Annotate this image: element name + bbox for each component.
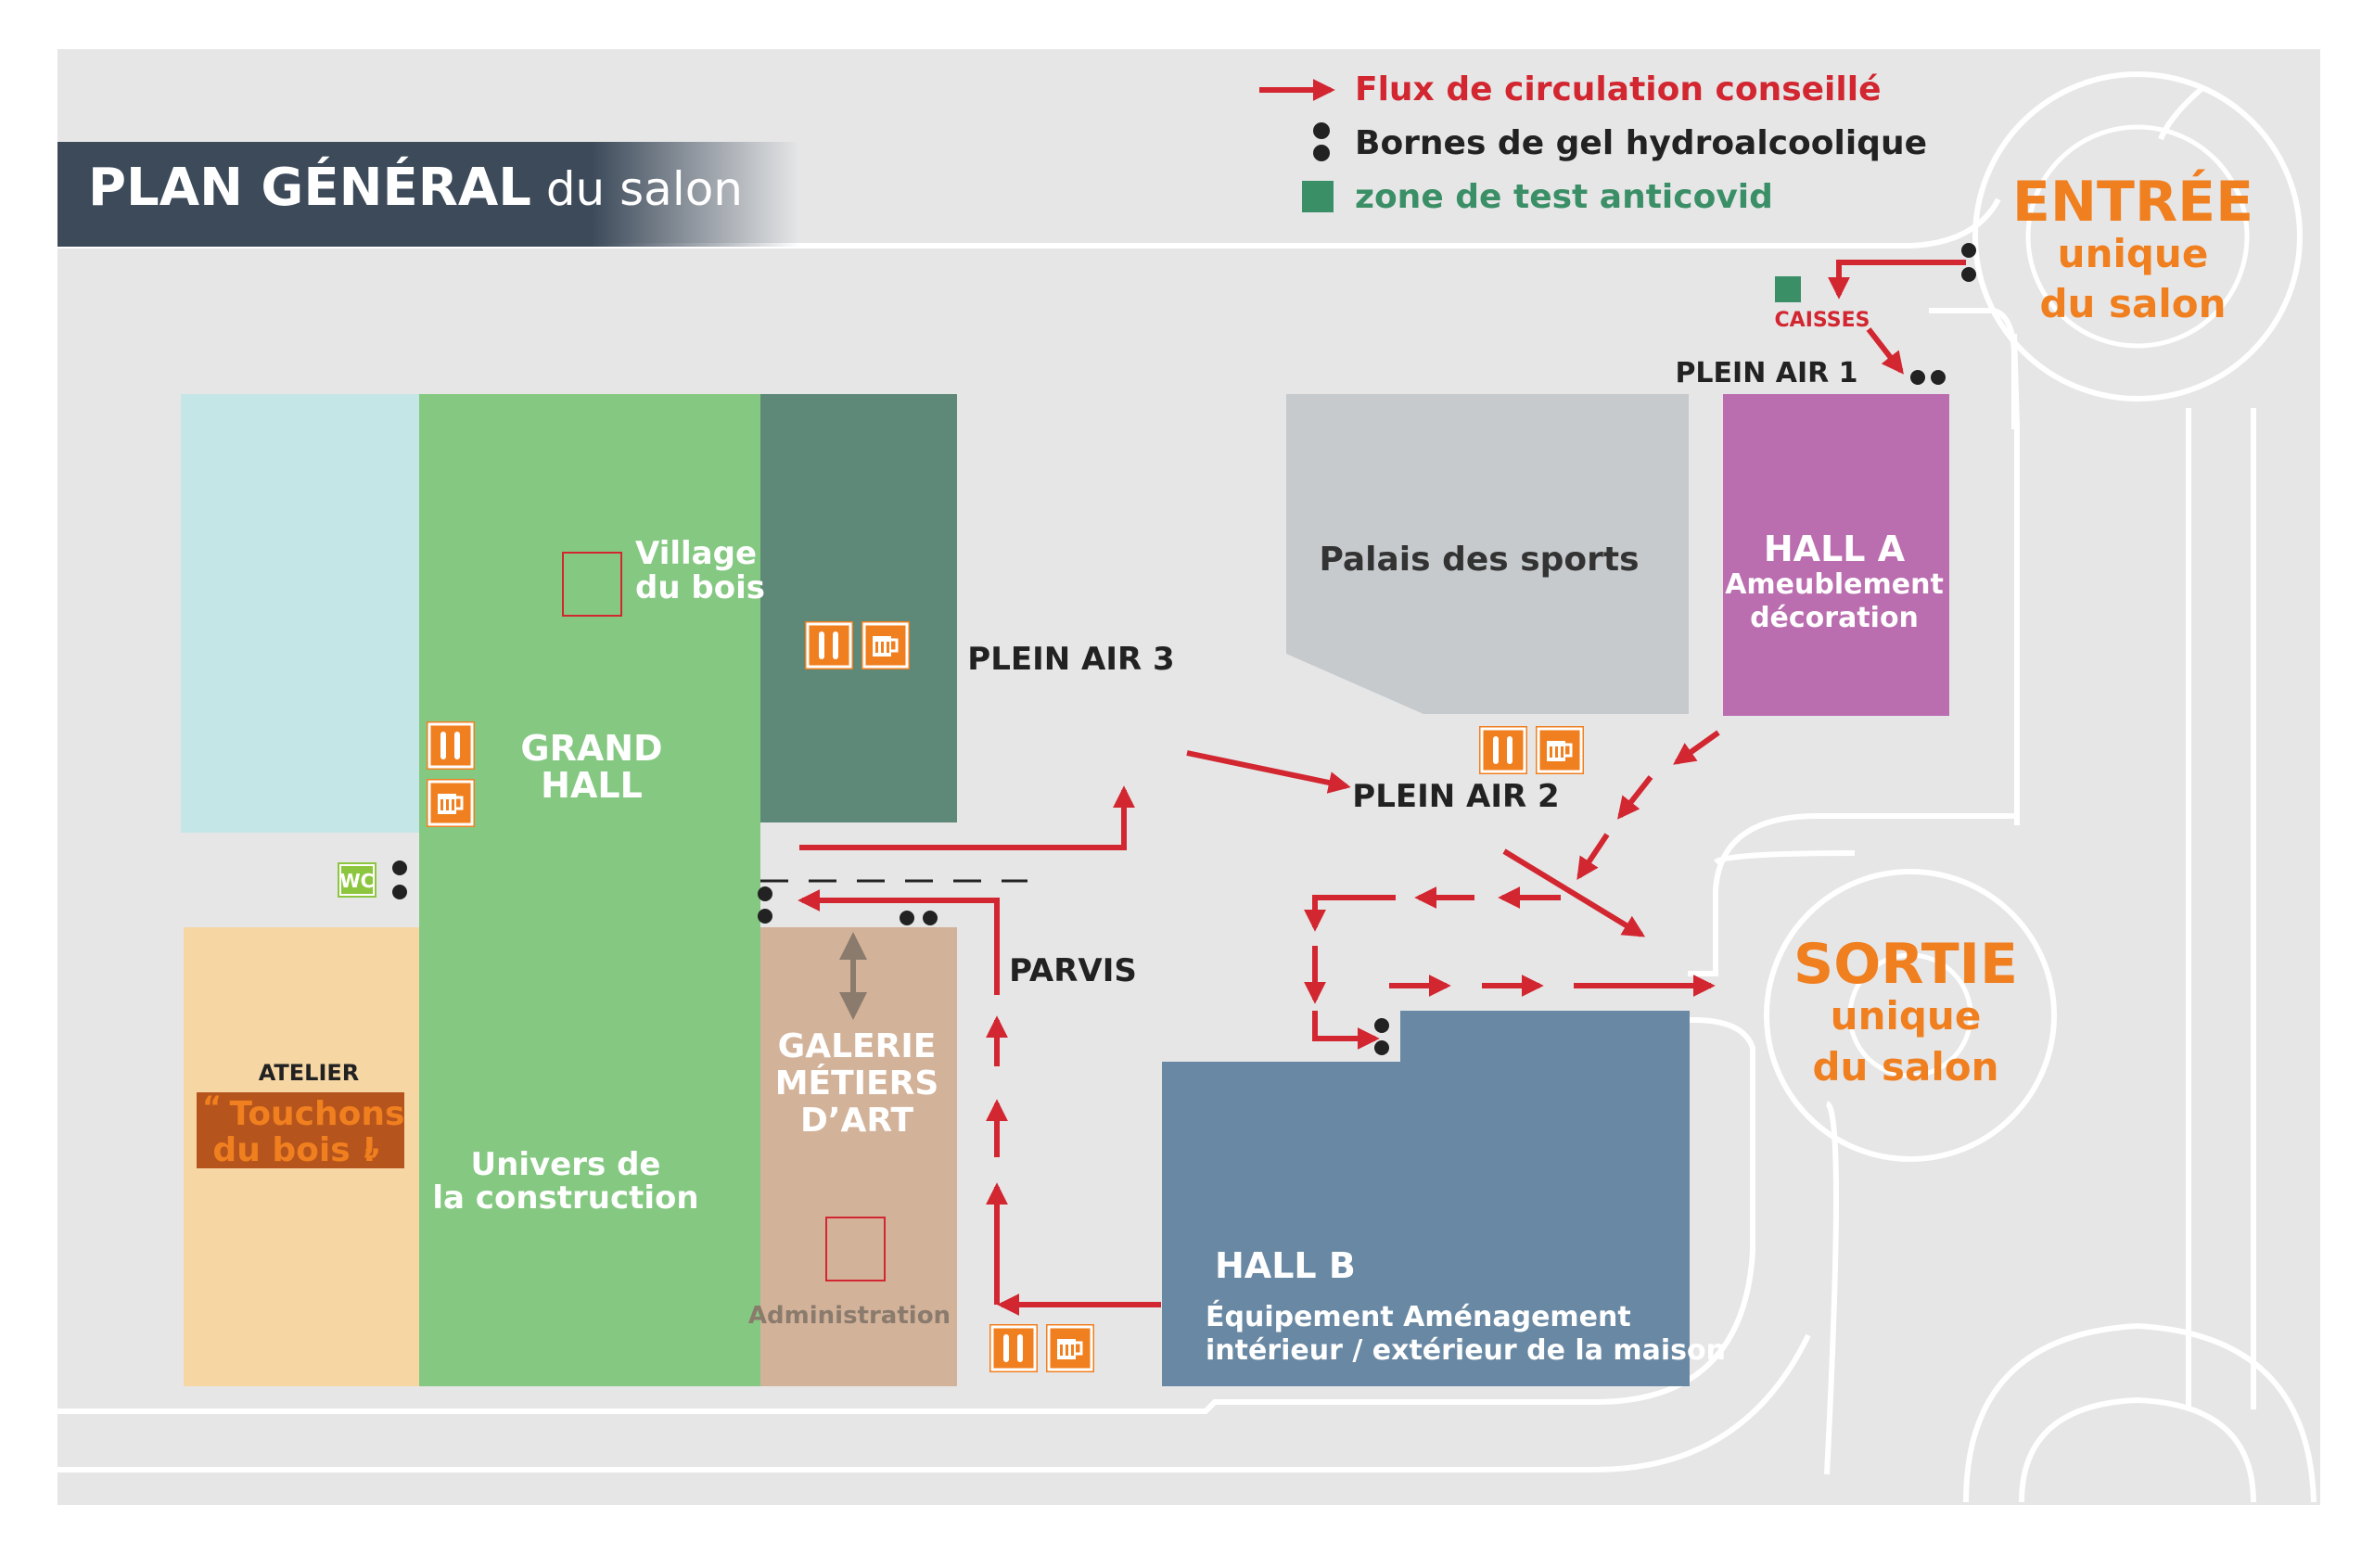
entrance-line2: unique (2058, 231, 2209, 276)
arrow-icon (1617, 775, 1653, 820)
plein-air-3-label: PLEIN AIR 3 (967, 641, 1174, 678)
touchons-du-bois-banner (197, 1092, 404, 1168)
gel-dots-icon (1910, 370, 1946, 385)
hall-b-title: HALL B (1215, 1245, 1356, 1286)
hall-b-line1: Équipement Aménagement (1206, 1300, 1631, 1333)
wc-icon: WC (338, 862, 377, 898)
palais-label: Palais des sports (1319, 541, 1639, 579)
double-arrow-icon (839, 932, 867, 1020)
page-title-sub: du salon (530, 162, 743, 216)
grand-hall-label: GRAND HALL (520, 728, 662, 806)
entrance-line3: du salon (2039, 281, 2226, 326)
cutlery-icon (988, 1322, 1040, 1374)
arrow-icon (1312, 1011, 1380, 1050)
arrow-icon (799, 785, 1135, 850)
hall-a-line1: Ameublement (1725, 568, 1944, 601)
gel-dots-icon (392, 860, 407, 899)
arrow-icon (1828, 260, 1966, 300)
exit-label: SORTIE unique du salon (1793, 932, 2018, 1090)
legend-bornes: Bornes de gel hydroalcoolique (1355, 124, 1927, 162)
arrow-icon (1186, 750, 1351, 794)
title-banner (57, 142, 799, 247)
grand-hall-building (419, 394, 760, 1386)
flow-arrows (798, 79, 1966, 1316)
palais-des-sports-building (1286, 394, 1689, 714)
page-title-main: PLAN GÉNÉRAL (88, 158, 531, 218)
light-blue-area (181, 394, 420, 833)
beer-mug-icon (425, 777, 477, 829)
gel-dots-icon (758, 886, 772, 924)
exit-line3: du salon (1812, 1044, 1998, 1090)
legend-flux: Flux de circulation conseillé (1355, 70, 1882, 108)
arrow-icon (1502, 848, 1646, 937)
atelier-line1: Touchons (230, 1095, 405, 1133)
village-line1: Village (635, 535, 757, 572)
beer-mug-icon (1534, 724, 1586, 776)
legend-test: zone de test anticovid (1355, 178, 1773, 216)
plein-air-3-building (760, 394, 957, 822)
galerie-line1: GALERIE (778, 1027, 937, 1065)
page-title: PLAN GÉNÉRAL du salon (88, 158, 743, 218)
parvis-label: PARVIS (1009, 952, 1137, 989)
hall-b-building (1162, 1011, 1690, 1386)
plein-air-2-label: PLEIN AIR 2 (1352, 778, 1559, 815)
entrance-label: ENTRÉE unique du salon (2012, 168, 2253, 326)
beer-mug-icon (860, 619, 912, 671)
close-quote: ” (362, 1142, 381, 1178)
hall-b-line2: intérieur / extérieur de la maison (1206, 1334, 1726, 1367)
gel-dots-icon (900, 911, 938, 925)
test-zone-icon (1775, 276, 1801, 302)
grand-hall-line2: HALL (541, 765, 643, 806)
univers-label: Univers de la construction (432, 1146, 698, 1217)
gel-dots-icon (1374, 1018, 1389, 1055)
arrow-icon (1576, 833, 1610, 880)
gel-dots-icon (1313, 122, 1330, 161)
administration-label: Administration (748, 1302, 951, 1330)
cutlery-icon (1477, 724, 1529, 776)
atelier-line2: du bois ! (212, 1131, 377, 1169)
exit-title: SORTIE (1793, 932, 2018, 997)
plein-air-1-label: PLEIN AIR 1 (1675, 357, 1857, 389)
administration-square (825, 1217, 886, 1281)
beer-mug-icon (1044, 1322, 1096, 1374)
caisses-label: CAISSES (1775, 309, 1870, 332)
arrow-icon (1304, 895, 1396, 932)
cutlery-icon (803, 619, 855, 671)
village-square (562, 552, 622, 617)
road-lines (57, 85, 2256, 1475)
legend-test-swatch (1302, 181, 1334, 212)
galerie-line3: D’ART (800, 1102, 914, 1140)
hall-b-label: HALL B Équipement Aménagement intérieur … (1206, 1245, 1726, 1367)
legend: Flux de circulation conseillé Bornes de … (1355, 70, 1927, 216)
atelier-label: ATELIER (259, 1060, 360, 1086)
univers-line2: la construction (432, 1179, 698, 1217)
hall-a-title: HALL A (1764, 529, 1906, 569)
entrance-title: ENTRÉE (2012, 168, 2253, 235)
arrow-icon (1866, 327, 1904, 375)
exit-line2: unique (1831, 993, 1982, 1039)
village-label: Village du bois (635, 535, 765, 606)
gel-dots-icon (1961, 243, 1976, 282)
hall-a-building (1723, 394, 1949, 716)
village-line2: du bois (635, 569, 765, 606)
arrow-icon (1673, 730, 1720, 765)
gel-dots (392, 122, 1976, 1055)
hall-a-line2: décoration (1750, 602, 1919, 634)
wc-label: WC (340, 870, 375, 892)
cutlery-icon (425, 720, 477, 771)
galerie-line2: MÉTIERS (775, 1064, 939, 1103)
univers-line1: Univers de (471, 1146, 661, 1183)
roundabouts (1764, 71, 2317, 1503)
open-quote: “ (202, 1090, 222, 1125)
arrow-icon (798, 889, 1000, 995)
grand-hall-line1: GRAND (520, 728, 662, 769)
hall-a-label: HALL A Ameublement décoration (1725, 529, 1944, 634)
galerie-label: GALERIE MÉTIERS D’ART (775, 1027, 939, 1140)
atelier-logo: ATELIER “ Touchons du bois ! ” (197, 1060, 404, 1178)
